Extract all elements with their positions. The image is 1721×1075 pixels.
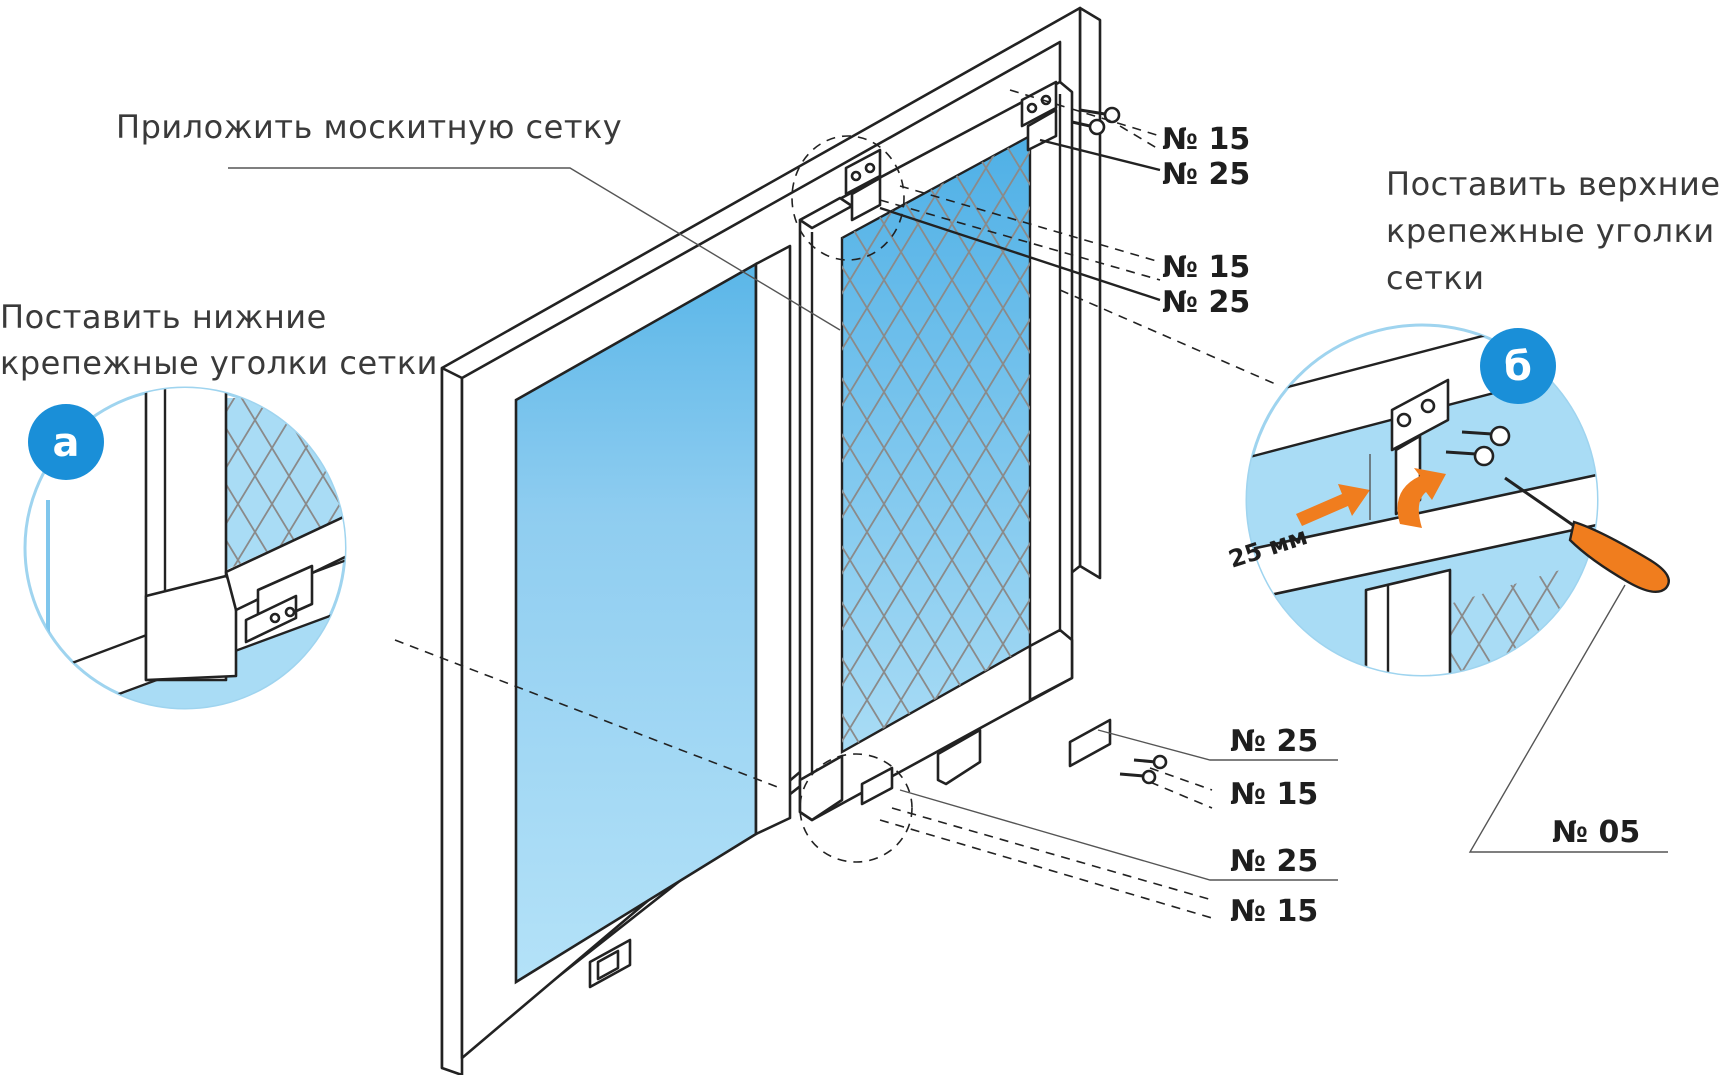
label-lower-line2: крепежные уголки сетки: [0, 344, 438, 382]
corner-bracket-icon: [860, 718, 1112, 806]
label-lower-line1: Поставить нижние: [0, 298, 327, 336]
corner-bracket-icon: [1020, 80, 1058, 152]
label-upper-line3: сетки: [1386, 259, 1485, 297]
detail-b: [1245, 323, 1599, 677]
part-number: № 25: [1162, 285, 1250, 320]
part-number: № 15: [1230, 777, 1318, 812]
part-number: № 15: [1230, 894, 1318, 929]
label-apply-net: Приложить москитную сетку: [116, 108, 622, 146]
badge-a: а: [28, 404, 104, 480]
part-number: № 15: [1162, 122, 1250, 157]
part-number: № 05: [1552, 815, 1640, 850]
insert-arrow-icon: [1296, 468, 1446, 528]
svg-text:б: б: [1504, 344, 1532, 390]
badge-b: б: [1480, 328, 1556, 404]
part-number: № 25: [1230, 844, 1318, 879]
svg-text:а: а: [53, 420, 80, 466]
screw-icon: [1119, 754, 1168, 785]
corner-bracket-icon: [844, 148, 882, 222]
screwdriver-icon: [1504, 476, 1670, 594]
part-number: № 25: [1162, 157, 1250, 192]
screw-icon: [1071, 106, 1121, 136]
label-upper-line2: крепежные уголки: [1386, 212, 1715, 250]
part-number: № 25: [1230, 724, 1318, 759]
label-upper-line1: Поставить верхние: [1386, 165, 1721, 203]
mosquito-net-frame: [798, 80, 1074, 822]
part-number: № 15: [1162, 250, 1250, 285]
